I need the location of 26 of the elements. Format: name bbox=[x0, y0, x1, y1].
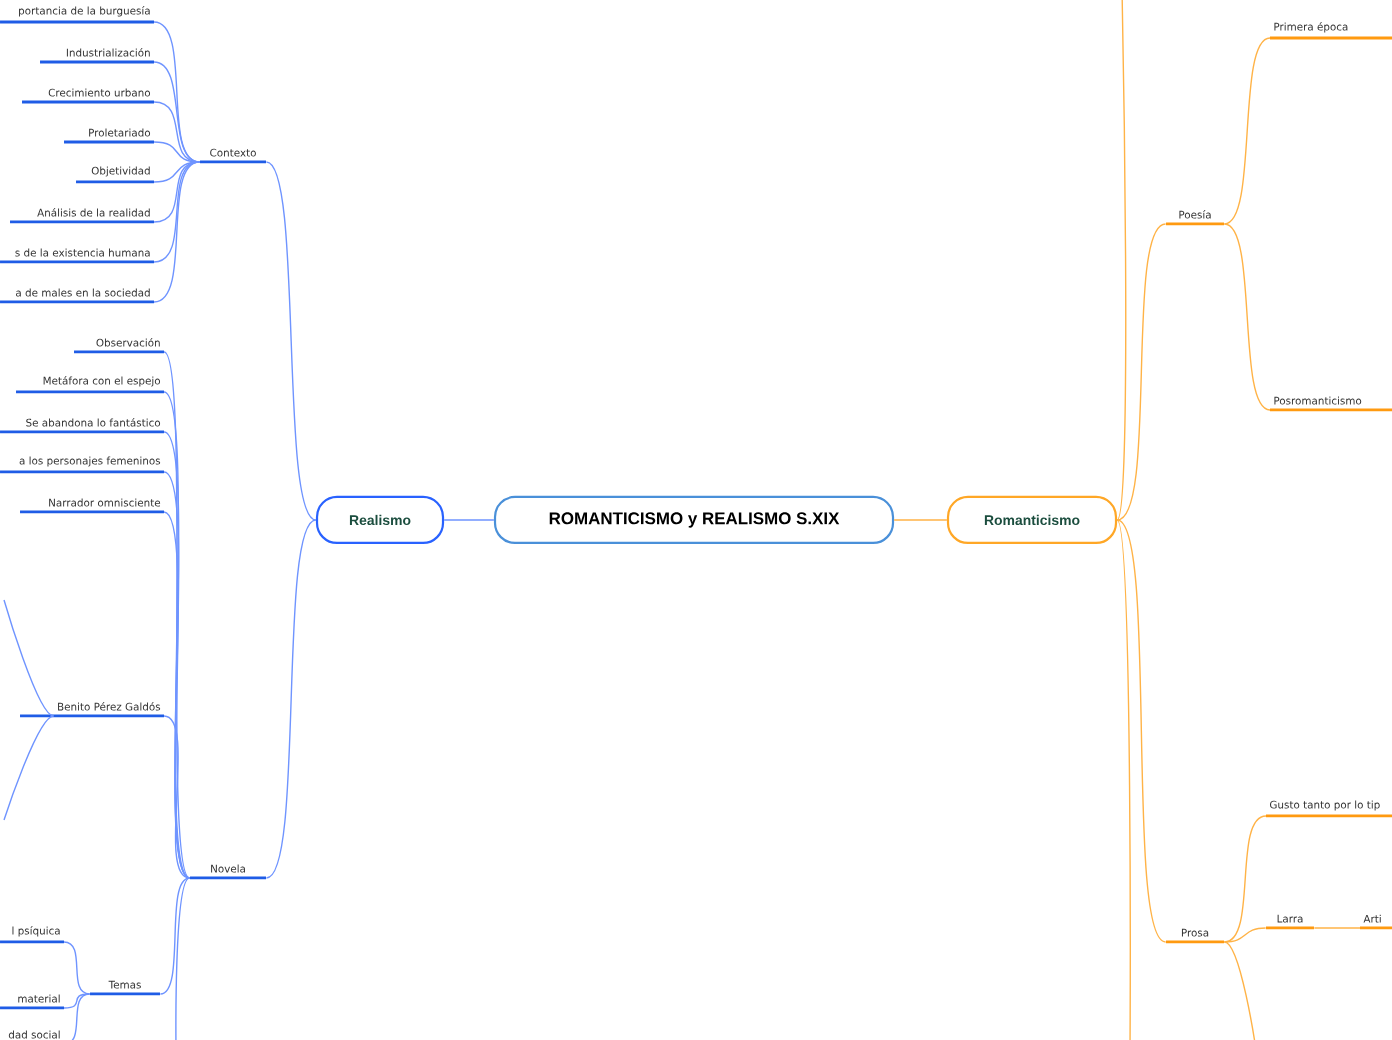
connector-line bbox=[1116, 519, 1167, 943]
connector-line bbox=[1223, 815, 1267, 943]
connector-line bbox=[153, 161, 201, 303]
connector-line bbox=[893, 519, 948, 521]
connector-line bbox=[63, 941, 91, 995]
connector-line bbox=[1116, 0, 1127, 521]
central-topic-box: ROMANTICISMO y REALISMO S.XIX bbox=[493, 495, 895, 545]
connector-line bbox=[265, 161, 317, 521]
connector-line bbox=[153, 161, 201, 183]
connector-line bbox=[1313, 927, 1361, 929]
connector-line bbox=[3, 715, 55, 821]
connector-line bbox=[163, 715, 191, 879]
connector-line bbox=[153, 61, 201, 163]
connector-line bbox=[1223, 223, 1271, 411]
connector-line bbox=[1223, 37, 1271, 225]
connector-line bbox=[1223, 927, 1267, 943]
connector-line bbox=[265, 519, 317, 879]
connector-line bbox=[153, 141, 201, 163]
connector-line bbox=[3, 599, 55, 717]
connector-line bbox=[159, 877, 191, 995]
connector-line bbox=[1116, 519, 1131, 1040]
connector-line bbox=[1223, 941, 1257, 1040]
connector-line bbox=[443, 519, 495, 521]
connector-line bbox=[1116, 223, 1167, 521]
connector-line bbox=[175, 877, 191, 1040]
connector-line bbox=[63, 993, 91, 1009]
